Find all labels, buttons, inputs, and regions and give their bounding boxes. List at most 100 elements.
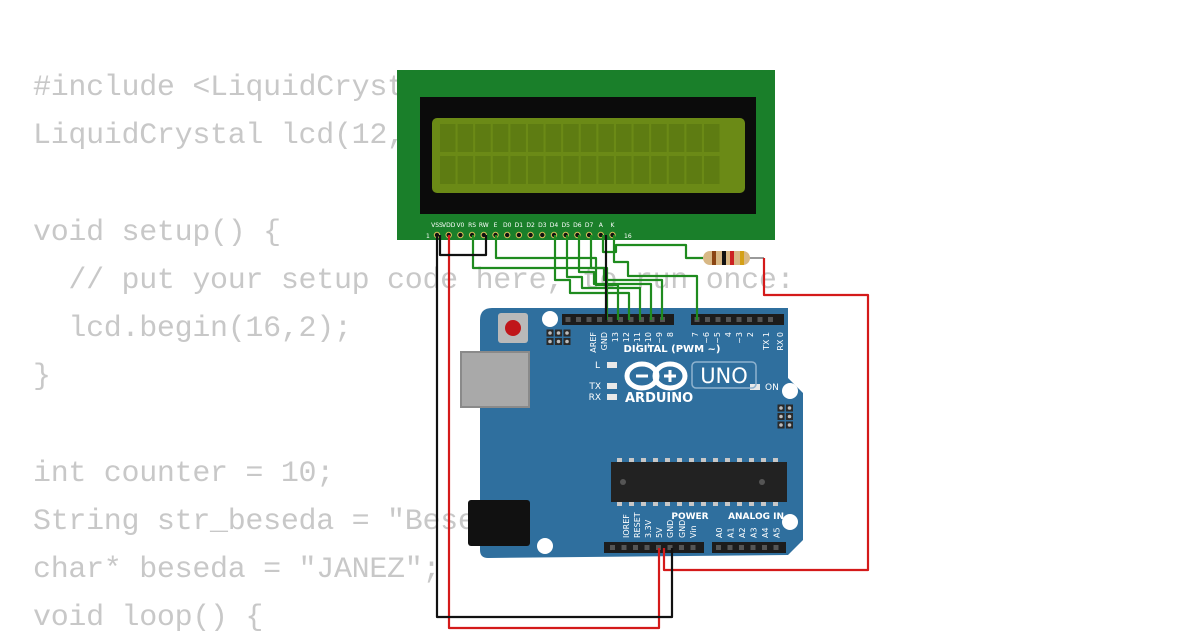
lcd-cell: [686, 156, 702, 184]
header-pin-hole: [565, 331, 569, 335]
digital-pin: [565, 317, 571, 322]
digital-pin: [747, 317, 752, 322]
power-pin: [667, 545, 673, 550]
digital-pin: [618, 317, 623, 322]
header-pin-hole: [548, 339, 552, 344]
analog-pin: [739, 545, 744, 550]
digital-pin: [607, 317, 613, 322]
code-line[interactable]: int counter = 10;: [33, 456, 334, 491]
wire-vss-to-rw[interactable]: [438, 235, 488, 257]
lcd-pin: [457, 231, 464, 239]
lcd-pin: [504, 231, 511, 239]
lcd-pin: [527, 231, 534, 239]
power-pin: [690, 545, 696, 550]
wire-d7-to-pin7[interactable]: [589, 235, 664, 320]
lcd-pin-label: RW: [479, 222, 489, 229]
lcd-pin: [515, 231, 523, 239]
lcd-cell: [510, 124, 526, 152]
lcd-cell: [492, 124, 509, 152]
lcd-pin-label: A: [599, 222, 604, 229]
digital-pin-label: AREF: [589, 332, 598, 353]
analog-pin-label: A4: [761, 527, 770, 538]
wires[interactable]: [435, 235, 870, 630]
wire-d6-to-pin8[interactable]: [577, 235, 653, 320]
icsp-header: [777, 404, 793, 429]
digital-pin-label: 12: [622, 332, 631, 342]
lcd-cell: [633, 124, 650, 152]
digital-pin-label: ~11: [633, 332, 642, 349]
power-jack: [468, 500, 530, 546]
lcd-cell: [686, 124, 702, 152]
header-pin-hole: [779, 414, 783, 419]
header-pin-hole: [787, 406, 792, 410]
digital-pin: [768, 317, 773, 322]
lcd-cell: [668, 124, 685, 152]
wire-a-to-resistor[interactable]: [601, 235, 703, 260]
header-pin-hole: [556, 331, 561, 335]
digital-pin: [736, 317, 742, 322]
code-line[interactable]: void setup() {: [33, 215, 281, 250]
digital-pin: [628, 317, 634, 322]
power-pin-label: Vin: [689, 525, 698, 538]
model-label: UNO: [700, 364, 748, 388]
lcd-cell: [528, 124, 544, 152]
digital-pin: [639, 317, 644, 322]
led-rx: [607, 394, 617, 400]
digital-pin: [586, 317, 592, 322]
lcd-pin-label: D7: [585, 222, 594, 229]
lcd-cell: [651, 156, 667, 184]
wire-k-to-gnd[interactable]: [612, 235, 699, 320]
digital-pin-label: ~10: [644, 332, 653, 349]
code-line[interactable]: lcd.begin(16,2);: [33, 311, 352, 346]
lcd-cell: [492, 156, 509, 184]
lcd-cell: [598, 124, 614, 152]
wire-resistor-to-5v[interactable]: [662, 258, 870, 572]
power-pin: [621, 545, 627, 550]
mounting-hole: [537, 538, 553, 554]
lcd-cell: [457, 124, 474, 152]
power-pin: [656, 545, 661, 550]
lcd-pin-last-label: 16: [624, 233, 632, 240]
analog-pin-label: A2: [738, 527, 747, 538]
power-label: POWER: [671, 512, 708, 522]
lcd-cell: [475, 156, 491, 184]
analog-pin-label: A0: [715, 527, 724, 538]
model-badge: [691, 361, 757, 389]
wire-vss-to-gnd[interactable]: [435, 235, 674, 619]
power-pin-label: GND: [666, 520, 675, 538]
wire-d5-to-pin9[interactable]: [565, 235, 642, 320]
code-line[interactable]: char* beseda = "JANEZ";: [33, 552, 441, 587]
digital-pin-label: 7: [691, 332, 700, 337]
power-pin: [633, 545, 638, 550]
header-pin-hole: [779, 406, 783, 410]
lcd-cell: [528, 156, 544, 184]
analog-pin: [773, 545, 779, 550]
lcd-pin-first-label: 1: [426, 233, 430, 240]
wire-vdd-to-5v[interactable]: [447, 235, 661, 630]
digital-pin-label: 2: [746, 332, 755, 337]
lcd-pin-label: E: [494, 222, 498, 229]
code-line[interactable]: }: [33, 360, 51, 395]
wire-e-to-pin11[interactable]: [494, 235, 620, 320]
code-line[interactable]: void loop() {: [33, 601, 264, 636]
lcd-cell: [668, 156, 685, 184]
lcd-pin-label: D2: [526, 222, 535, 229]
lcd-cell: [651, 124, 667, 152]
reset-button[interactable]: [498, 313, 528, 343]
code-line[interactable]: // put your setup code here, to run once…: [33, 263, 795, 298]
wire-rs-to-pin12[interactable]: [471, 235, 609, 320]
lcd-cell: [545, 156, 562, 184]
power-pin-label: RESET: [633, 512, 642, 538]
lcd-cell: [440, 156, 456, 184]
mounting-hole: [782, 514, 798, 530]
power-pin-label: 3.3V: [644, 519, 653, 538]
led-tx-label: TX: [588, 382, 601, 392]
wire-d4-to-pin10[interactable]: [553, 235, 631, 320]
arduino-logo-text: ARDUINO: [625, 391, 693, 406]
